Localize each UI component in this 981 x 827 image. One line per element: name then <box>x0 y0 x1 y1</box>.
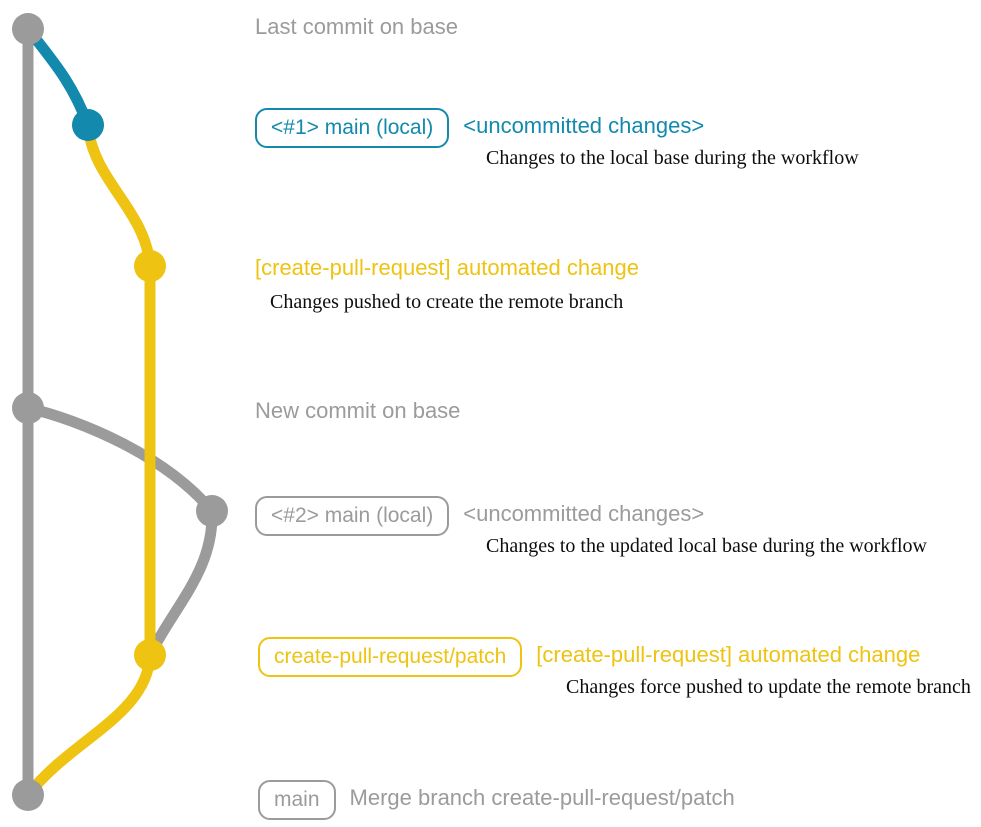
node-local-commit-2 <box>196 495 228 527</box>
node-base-last-commit <box>12 13 44 45</box>
branch-badge-create-pull-request-patch[interactable]: create-pull-request/patch <box>258 637 523 677</box>
edge-local2-to-remote2 <box>144 505 218 661</box>
commit-row-remote-commit-2: create-pull-request/patch [create-pull-r… <box>258 637 920 677</box>
node-base-new-commit <box>12 392 44 424</box>
commit-row-local-commit-2: <#2> main (local) <uncommitted changes> <box>255 496 704 536</box>
commit-subject-local-commit-2: <uncommitted changes> <box>463 501 705 526</box>
node-remote-commit-1 <box>134 250 166 282</box>
branch-badge-main-local-2[interactable]: <#2> main (local) <box>255 496 450 536</box>
commit-subject-remote-commit-2: [create-pull-request] automated change <box>536 642 921 667</box>
commit-row-local-commit-1: <#1> main (local) <uncommitted changes> <box>255 108 704 148</box>
node-local-commit-1 <box>72 109 104 141</box>
branch-badge-main-local-1[interactable]: <#1> main (local) <box>255 108 450 148</box>
commit-nodes <box>12 13 228 811</box>
node-base-merge-commit <box>12 779 44 811</box>
branch-badge-main[interactable]: main <box>258 780 336 820</box>
edge-local1-to-remote1 <box>82 119 156 272</box>
commit-subject-merge-commit: Merge branch create-pull-request/patch <box>349 785 735 810</box>
edge-base-to-local1 <box>22 23 94 131</box>
edge-remote2-to-merge <box>22 649 156 801</box>
commit-row-merge-commit: main Merge branch create-pull-request/pa… <box>258 780 735 820</box>
edge-base-to-local2 <box>22 402 218 517</box>
commit-subject-local-commit-1: <uncommitted changes> <box>463 113 705 138</box>
node-remote-commit-2 <box>134 639 166 671</box>
